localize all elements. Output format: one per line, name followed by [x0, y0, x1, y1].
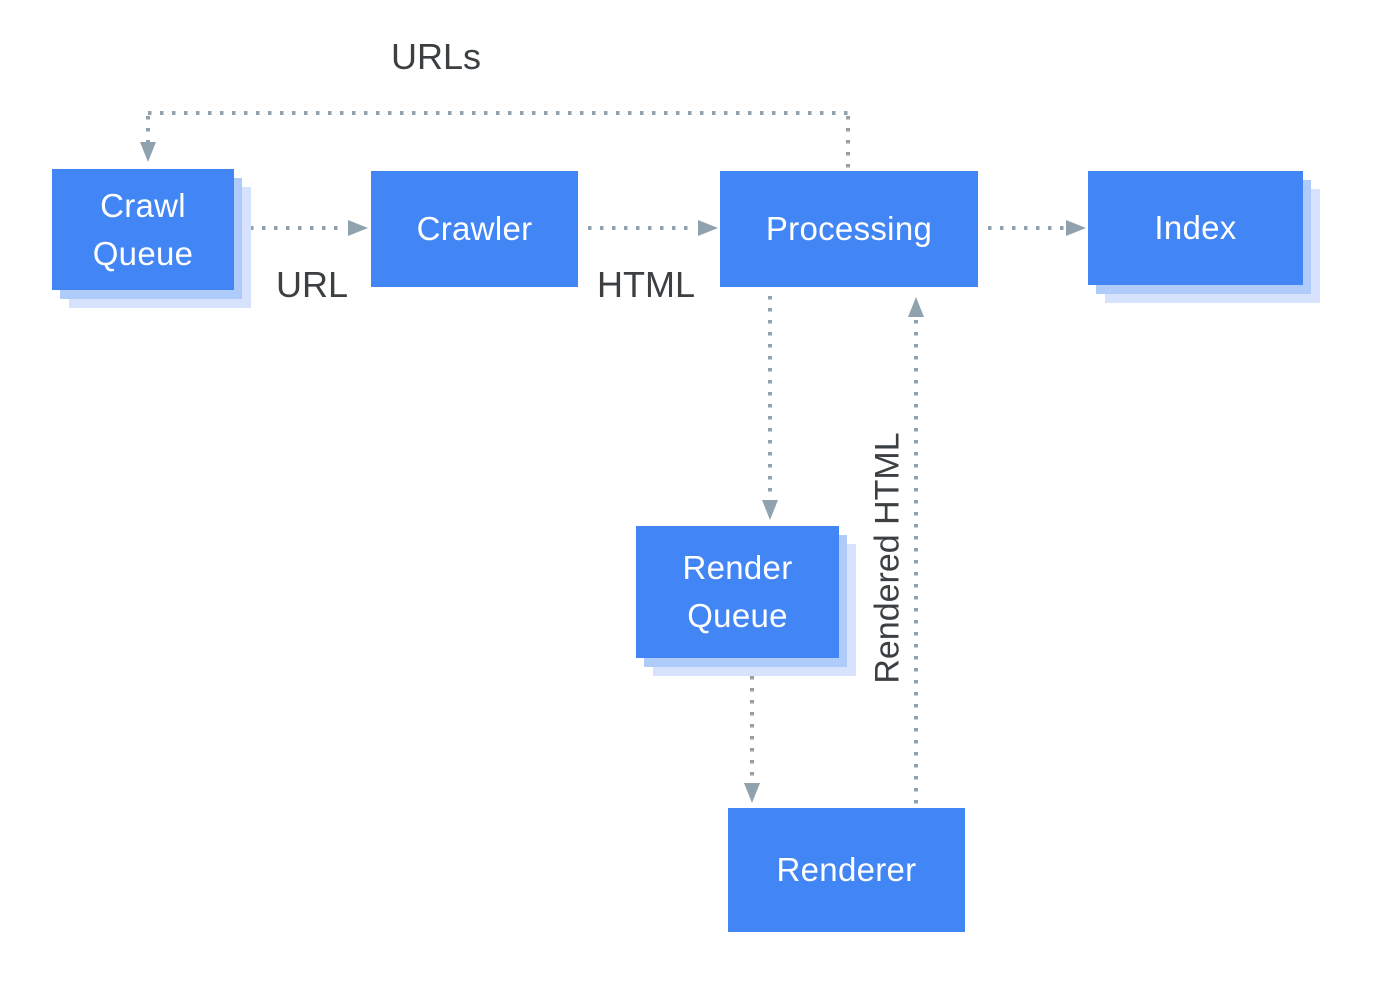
edge-crawlqueue-to-crawler-line	[250, 226, 346, 230]
node-index: Index	[1088, 171, 1320, 303]
edge-renderer-to-processing-line	[914, 320, 918, 806]
edge-processing-to-crawlqueue-top-line	[148, 111, 850, 115]
arrow-down-icon	[762, 500, 778, 520]
edge-processing-to-index-line	[988, 226, 1064, 230]
edge-label-urls: URLs	[391, 36, 482, 77]
node-crawler-face: Crawler	[371, 171, 578, 287]
node-label-line: Queue	[687, 597, 788, 634]
edge-label-rendered-html: Rendered HTML	[868, 432, 907, 684]
arrow-down-icon	[744, 783, 760, 803]
arrow-up-icon	[908, 297, 924, 317]
node-label-line: Crawler	[416, 210, 533, 247]
edge-label-url: URL	[276, 264, 349, 305]
edge-crawler-to-processing-line	[588, 226, 696, 230]
node-index-face: Index	[1088, 171, 1303, 285]
arrow-right-icon	[698, 220, 718, 236]
node-crawl-queue: Crawl Queue	[52, 169, 251, 308]
edge-processing-to-crawlqueue-left-line	[146, 116, 150, 142]
arrow-down-icon	[140, 142, 156, 162]
node-label-line: Renderer	[776, 851, 917, 888]
node-label-line: Crawl	[100, 186, 186, 224]
node-renderer: Renderer	[728, 808, 965, 932]
arrow-right-icon	[1066, 220, 1086, 236]
node-crawl-queue-face: Crawl Queue	[52, 169, 234, 290]
node-crawler: Crawler	[371, 171, 578, 287]
arrow-right-icon	[348, 220, 368, 236]
edge-processing-to-renderqueue-line	[768, 296, 772, 498]
node-render-queue-face: Render Queue	[636, 526, 839, 658]
edge-label-html: HTML	[597, 264, 695, 305]
node-processing: Processing	[720, 171, 978, 287]
node-renderer-face: Renderer	[728, 808, 965, 932]
node-label-line: Processing	[765, 210, 933, 247]
node-label-line: Index	[1154, 209, 1237, 246]
node-label-line: Render	[682, 549, 793, 586]
node-processing-face: Processing	[720, 171, 978, 287]
edge-processing-to-crawlqueue-right-line	[846, 116, 850, 169]
node-label-line: Queue	[92, 234, 194, 272]
node-render-queue: Render Queue	[636, 526, 856, 676]
edge-renderqueue-to-renderer-line	[750, 676, 754, 780]
